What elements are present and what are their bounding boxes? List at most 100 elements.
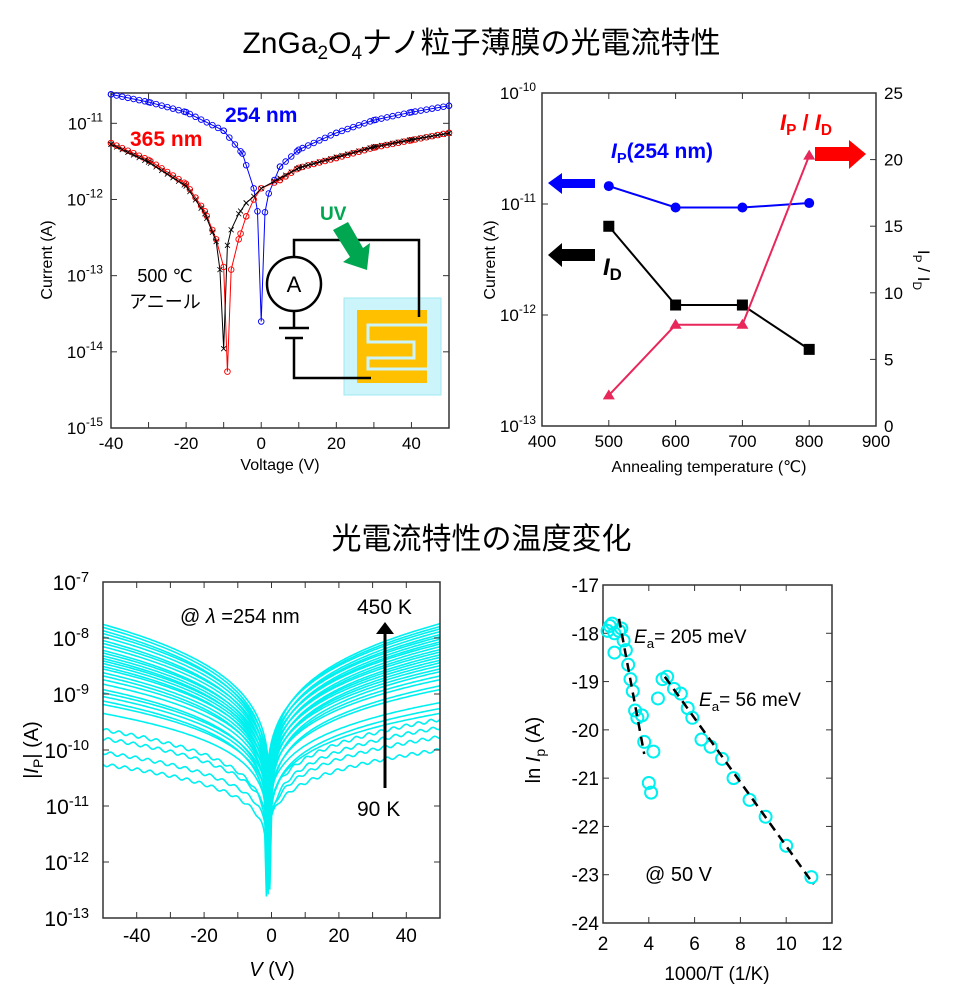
x-tick-label: 40 (402, 434, 421, 453)
data-point (304, 142, 312, 149)
text-part: (V) (263, 959, 295, 981)
data-point (327, 155, 334, 162)
data-point (235, 210, 242, 217)
text-part: 10 (68, 114, 87, 133)
data-point (136, 154, 142, 161)
text-part: -11 (69, 794, 89, 810)
text-part: P (786, 122, 796, 139)
title-part: ナノ粒子薄膜の光電流特性 (362, 27, 721, 60)
data-point (203, 119, 211, 126)
data-point (209, 121, 216, 129)
data-point (271, 178, 278, 185)
text-part: 10 (53, 572, 76, 595)
text-part: 10 (776, 934, 797, 955)
text-part: = 205 meV (654, 627, 747, 648)
x-axis-label: 1000/T (1/K) (664, 964, 769, 985)
data-point (243, 200, 249, 206)
data-point (175, 178, 182, 185)
data-point (603, 181, 614, 192)
text-part: 2 (598, 934, 609, 955)
data-point (164, 171, 171, 177)
data-point (257, 318, 265, 325)
text-part: 600 (661, 432, 689, 451)
x-tick-label: -20 (174, 434, 199, 453)
y2-tick-label: 0 (884, 417, 893, 436)
y-tick-label: 10-8 (53, 626, 89, 651)
data-point (366, 118, 374, 125)
text-part: 10 (44, 908, 67, 931)
interdigitated-electrode (357, 310, 427, 383)
text-part: I (780, 110, 787, 135)
data-point (803, 343, 815, 355)
data-point (339, 152, 345, 159)
series-line (608, 185, 810, 209)
data-point (242, 213, 250, 220)
figure-title-top: ZnGa2O4ナノ粒子薄膜の光電流特性 (0, 18, 963, 65)
x-axis-label: V (V) (249, 959, 295, 981)
chart2-frame (541, 92, 877, 427)
text-part: -14 (86, 339, 104, 353)
data-point (145, 156, 152, 164)
data-point (356, 148, 362, 154)
text-part: 500 (595, 432, 623, 451)
text-part: 10 (500, 417, 519, 436)
label-365nm: 365 nm (130, 128, 202, 151)
data-point (637, 734, 652, 749)
data-point (141, 155, 149, 162)
label-254nm: 254 nm (225, 104, 297, 127)
data-point (192, 113, 199, 121)
chart4-frame (602, 584, 833, 924)
data-point (142, 157, 148, 164)
arrow-left-black-icon (548, 243, 595, 267)
text-part: -13 (86, 263, 104, 277)
x-tick-label: 6 (689, 934, 700, 955)
y2-tick-label: 5 (884, 350, 893, 369)
uv-arrow-icon (333, 222, 370, 270)
data-point (445, 102, 453, 110)
text-part: D (821, 122, 832, 139)
data-point (224, 368, 231, 375)
text-part: 10 (67, 190, 86, 209)
x-tick-label: -40 (99, 434, 124, 453)
y2-tick-label: 25 (884, 84, 903, 103)
anneal-temp-label: 500 ℃ (137, 266, 192, 286)
y-tick-label: -20 (572, 721, 599, 742)
text-part: I (603, 254, 611, 281)
data-point (235, 236, 242, 243)
x-tick-label: 0 (266, 926, 277, 947)
label-ratio: IP / ID (780, 110, 832, 139)
data-point (408, 108, 415, 116)
text-part: E (699, 690, 712, 711)
y-tick-label: 10-11 (68, 110, 104, 133)
text-part: a (712, 699, 720, 714)
data-point (310, 139, 318, 147)
title-subscript: 2 (317, 43, 329, 64)
series-dark (108, 130, 452, 352)
curve-group (102, 622, 441, 897)
y-tick-label: -22 (572, 817, 599, 838)
text-part: 254 nm (225, 104, 297, 127)
text-part: 90 K (357, 798, 400, 821)
data-point (737, 202, 748, 213)
data-point (153, 164, 159, 170)
text-part: -40 (99, 434, 124, 453)
text-part: 900 (862, 432, 890, 451)
data-point (434, 132, 441, 138)
x-tick-label: 10 (776, 934, 797, 955)
y-tick-label: 10-11 (501, 191, 537, 214)
data-point (192, 197, 199, 203)
text-part: 15 (884, 217, 903, 236)
text-part: 500 ℃ (137, 266, 192, 286)
data-point (736, 299, 748, 311)
text-part: P (617, 151, 627, 167)
data-point (372, 143, 379, 150)
data-point (158, 167, 165, 174)
y-tick-label: 10-13 (44, 906, 89, 931)
text-part: 365 nm (130, 128, 202, 151)
y-tick-label: 10-13 (67, 263, 103, 286)
data-point (254, 208, 261, 215)
text-part: ln (523, 762, 545, 783)
